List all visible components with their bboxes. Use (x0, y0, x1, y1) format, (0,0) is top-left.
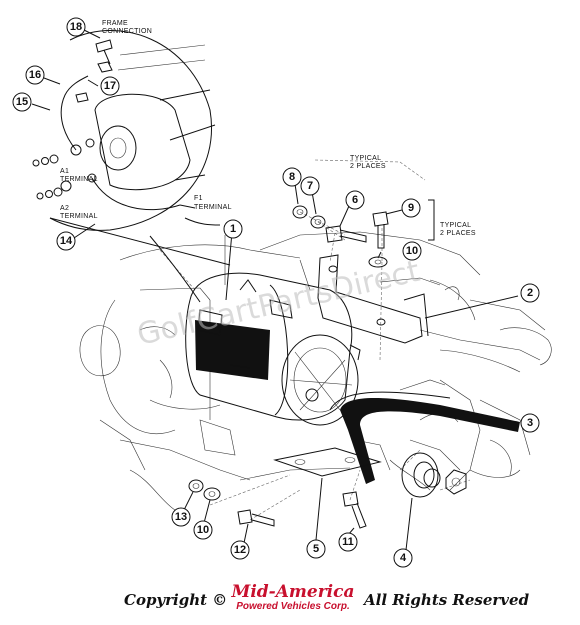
callout-4: 4 (393, 548, 413, 568)
svg-text:8: 8 (289, 171, 295, 183)
washers-7-8 (292, 205, 326, 229)
mid-america-logo: Mid-America Powered Vehicles Corp. (228, 583, 358, 617)
svg-text:2: 2 (527, 287, 533, 299)
callout-6: 6 (345, 190, 365, 210)
callout-9: 9 (401, 198, 421, 218)
callout-11: 11 (338, 532, 358, 552)
callout-10-top: 10 (402, 241, 422, 261)
copyright-text: Copyright © (124, 591, 228, 609)
motor (185, 272, 361, 426)
svg-text:16: 16 (29, 69, 41, 81)
callout-10-bottom: 10 (193, 520, 213, 540)
svg-text:18: 18 (70, 21, 82, 33)
f1-terminal-label-line2: TERMINAL (194, 204, 232, 211)
logo-line2: Powered Vehicles Corp. (236, 601, 350, 612)
callout-3: 3 (520, 413, 540, 433)
copyright-footer: Copyright © Mid-America Powered Vehicles… (0, 583, 580, 617)
terminal-detail-inset (32, 30, 231, 303)
callout-16: 16 (25, 65, 45, 85)
typical-right-label-line2: 2 PLACES (440, 230, 476, 237)
svg-text:13: 13 (175, 511, 187, 523)
callout-13: 13 (171, 507, 191, 527)
callout-15: 15 (12, 92, 32, 112)
mounting-bracket (317, 254, 429, 344)
a1-hardware (32, 154, 59, 167)
logo-line1: Mid-America (231, 582, 355, 602)
svg-text:4: 4 (400, 552, 407, 564)
svg-text:10: 10 (197, 524, 209, 536)
callout-14: 14 (56, 231, 76, 251)
a1-terminal-label-line1: A1 (60, 168, 69, 175)
typical-top-label-line1: TYPICAL (350, 155, 381, 162)
engine-background (79, 231, 552, 511)
svg-text:10: 10 (406, 245, 418, 257)
typical-top-label-line2: 2 PLACES (350, 163, 386, 170)
svg-text:3: 3 (527, 417, 533, 429)
svg-text:14: 14 (60, 235, 73, 247)
callout-17: 17 (100, 76, 120, 96)
frame-connection-label-line1: FRAME (102, 20, 128, 27)
svg-text:15: 15 (16, 96, 28, 108)
a1-terminal-label-line2: TERMINAL (60, 176, 98, 183)
svg-text:9: 9 (408, 202, 414, 214)
callout-12: 12 (230, 540, 250, 560)
svg-text:17: 17 (104, 80, 116, 92)
pulley (401, 452, 467, 498)
callout-5: 5 (306, 539, 326, 559)
callouts: 18 16 17 15 14 1 8 7 6 9 10 2 3 4 5 11 1… (12, 17, 540, 568)
leader-lines (31, 29, 519, 551)
a2-terminal-label-line1: A2 (60, 205, 69, 212)
callout-1: 1 (223, 219, 243, 239)
a2-terminal-label-line2: TERMINAL (60, 213, 98, 220)
bolt-6 (325, 225, 367, 243)
watermark: GolfCartPartsDirect (134, 254, 423, 353)
svg-text:6: 6 (352, 194, 358, 206)
callout-18: 18 (66, 17, 86, 37)
bolt-11 (342, 491, 367, 529)
lower-bracket-5 (273, 447, 382, 477)
svg-text:11: 11 (342, 536, 354, 548)
bolt-9 (372, 211, 389, 249)
f1-terminal-label-line1: F1 (194, 195, 203, 202)
svg-text:12: 12 (234, 544, 246, 556)
callout-2: 2 (520, 283, 540, 303)
washers-13-10 (188, 479, 221, 501)
frame-connection-label-line2: CONNECTION (102, 28, 152, 35)
a2-hardware (36, 187, 63, 200)
svg-text:1: 1 (230, 223, 236, 235)
callout-7: 7 (300, 176, 320, 196)
typical-right-label-line1: TYPICAL (440, 222, 471, 229)
text-labels: FRAME CONNECTION A1 TERMINAL A2 TERMINAL… (60, 20, 476, 237)
belt (329, 391, 520, 484)
rights-text: All Rights Reserved (364, 591, 530, 609)
bolt-12 (237, 509, 275, 527)
callout-8: 8 (282, 167, 302, 187)
svg-text:7: 7 (307, 180, 313, 192)
svg-text:5: 5 (313, 543, 319, 555)
